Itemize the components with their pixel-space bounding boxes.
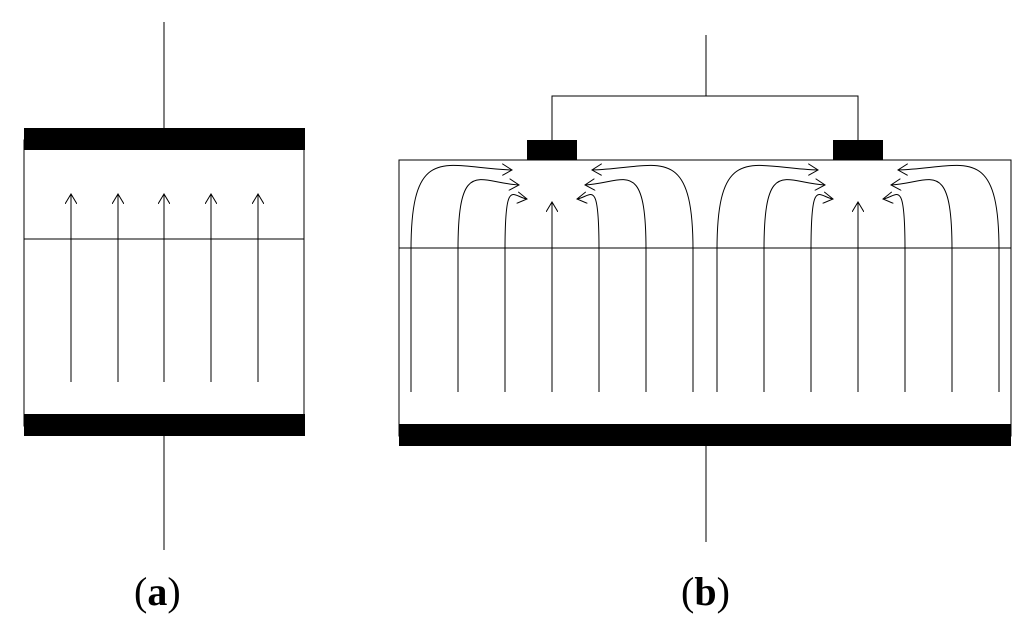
- panel-b-field-lines: [410, 165, 1000, 392]
- panel-b-bottom-electrode: [399, 424, 1011, 446]
- panel-b-caption-letter: b: [694, 569, 717, 614]
- panel-b-field-arrow: [457, 180, 519, 392]
- panel-b-device-body: [398, 159, 1012, 437]
- panel-b-right-top-contact: [833, 140, 883, 160]
- panel-a-top-electrode: [24, 128, 305, 150]
- panel-b-left-top-contact: [527, 140, 577, 160]
- panel-b-field-arrow: [410, 165, 512, 392]
- panel-b-field-arrow: [504, 194, 527, 392]
- panel-b-field-arrow: [810, 194, 833, 392]
- panel-b-diagram: [398, 35, 1012, 542]
- panel-b-contact-bridge-wire: [551, 95, 859, 140]
- panel-b-caption: (b): [681, 569, 730, 614]
- panel-a-field-lines: [71, 194, 258, 382]
- panel-b-field-arrow: [898, 165, 1000, 392]
- panel-a-bottom-electrode: [24, 414, 305, 436]
- panel-b-field-arrow: [716, 165, 818, 392]
- panel-a-caption: (a): [134, 569, 181, 614]
- panel-b-field-arrow: [891, 180, 953, 392]
- panel-b-field-arrow: [577, 194, 600, 392]
- panel-b-field-arrow: [883, 194, 906, 392]
- panel-b-field-arrow: [763, 180, 825, 392]
- panel-b-field-arrow: [592, 165, 694, 392]
- panel-a-diagram: [23, 22, 305, 550]
- panel-b-field-arrow: [585, 180, 647, 392]
- panel-a-caption-letter: a: [147, 569, 168, 614]
